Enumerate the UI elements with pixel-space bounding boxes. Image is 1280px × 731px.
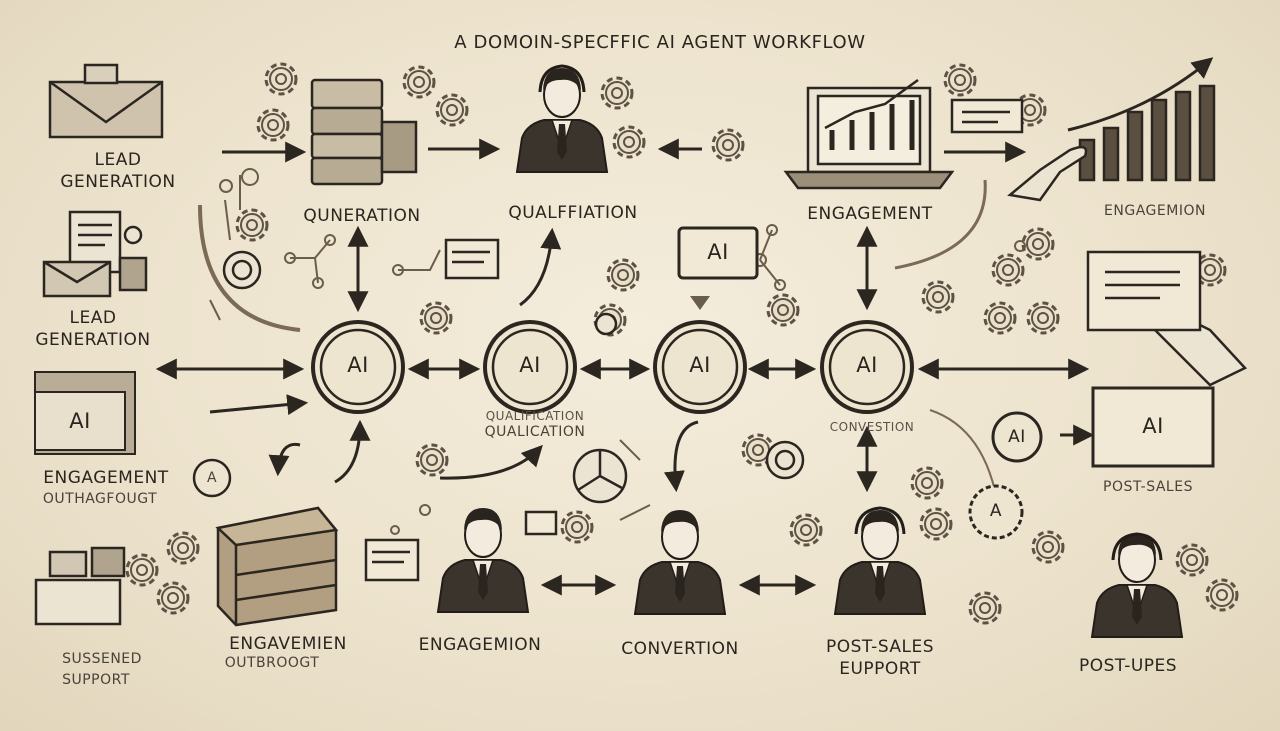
label-engavemien: ENGAVEMIEN (229, 634, 347, 654)
ai-hub-node-1 (311, 320, 405, 414)
screen-document-icon (1086, 250, 1202, 332)
person-icons (437, 64, 1183, 638)
a-badge-label-left: A (206, 470, 218, 486)
label-lead-2b: GENERATION (35, 330, 151, 350)
ai-hub-label-4: AI (856, 353, 878, 377)
label-qualfiation: QUALFFIATION (508, 203, 638, 223)
label-convestion: CONVESTION (829, 420, 915, 434)
connector-arrows (155, 138, 1095, 596)
a-badge-label-right: A (989, 501, 1003, 521)
ai-badge-label-left: AI (69, 409, 91, 433)
agent-avatar-post-sales (834, 509, 926, 615)
target-icon (222, 250, 805, 480)
label-outreach-left: OUTHAGFOUGT (42, 491, 158, 507)
document-envelope-icon (42, 210, 148, 298)
label-support: SUPPORT (62, 672, 130, 688)
label-post-sales-right: POST-SALES (1103, 479, 1193, 495)
label-post-sales-bottom: POST-SALES (825, 637, 935, 657)
ai-circle-badge-label: AI (1008, 427, 1026, 447)
pie-chart-icon (572, 448, 628, 504)
ai-hub-label-2: AI (519, 353, 541, 377)
ai-badges (34, 226, 1215, 540)
agent-avatar-conversion (634, 509, 726, 615)
label-eupport: EUPPORT (839, 659, 921, 679)
agent-avatar-engagement (437, 507, 529, 613)
label-engagemion-right: ENGAGEMION (1104, 203, 1206, 219)
agent-avatar-top (516, 67, 608, 173)
ai-badge-label-right: AI (1142, 414, 1164, 438)
label-engagement-top: ENGAGEMENT (807, 204, 933, 224)
ai-hub-node-2 (483, 320, 577, 414)
label-lead-1a: LEAD (94, 150, 142, 170)
ai-hub-label-1: AI (347, 353, 369, 377)
label-queneration: QUNERATION (303, 206, 421, 226)
note-card-icons (364, 98, 1024, 582)
box-stack-icon (215, 506, 339, 627)
label-lead-1b: GENERATION (60, 172, 176, 192)
label-convertion: CONVERTION (621, 639, 739, 659)
illustration-icons (34, 57, 1248, 627)
label-qualication: QUALICATION (484, 424, 586, 440)
label-engagemion-bottom: ENGAGEMION (418, 635, 542, 655)
ai-hub-node-3 (653, 320, 747, 414)
ai-hub-node-4 (820, 320, 914, 414)
ai-hub-label-3: AI (689, 353, 711, 377)
label-lead-2a: LEAD (69, 308, 117, 328)
label-qualification-faint: QUALIFICATION (485, 409, 585, 423)
label-outbroogt: OUTBROOGT (224, 655, 320, 671)
book-stack-icon (310, 78, 418, 186)
bar-chart-icon (1067, 57, 1216, 182)
label-engagement-left: ENGAGEMENT (43, 468, 169, 488)
ai-hub-nodes (311, 320, 914, 414)
laptop-chart-icon (783, 78, 955, 190)
ai-badge-label-top: AI (707, 240, 729, 264)
envelope-icon (48, 63, 164, 139)
diagram-title: A DOMOIN-SPECFFIC AI AGENT WORKFLOW (454, 32, 866, 53)
label-sussened: SUSSENED (62, 651, 142, 667)
agent-avatar-post-upes (1091, 532, 1183, 638)
network-nodes (209, 168, 1185, 535)
support-screen-icon (34, 546, 126, 626)
label-post-upes: POST-UPES (1078, 656, 1178, 676)
